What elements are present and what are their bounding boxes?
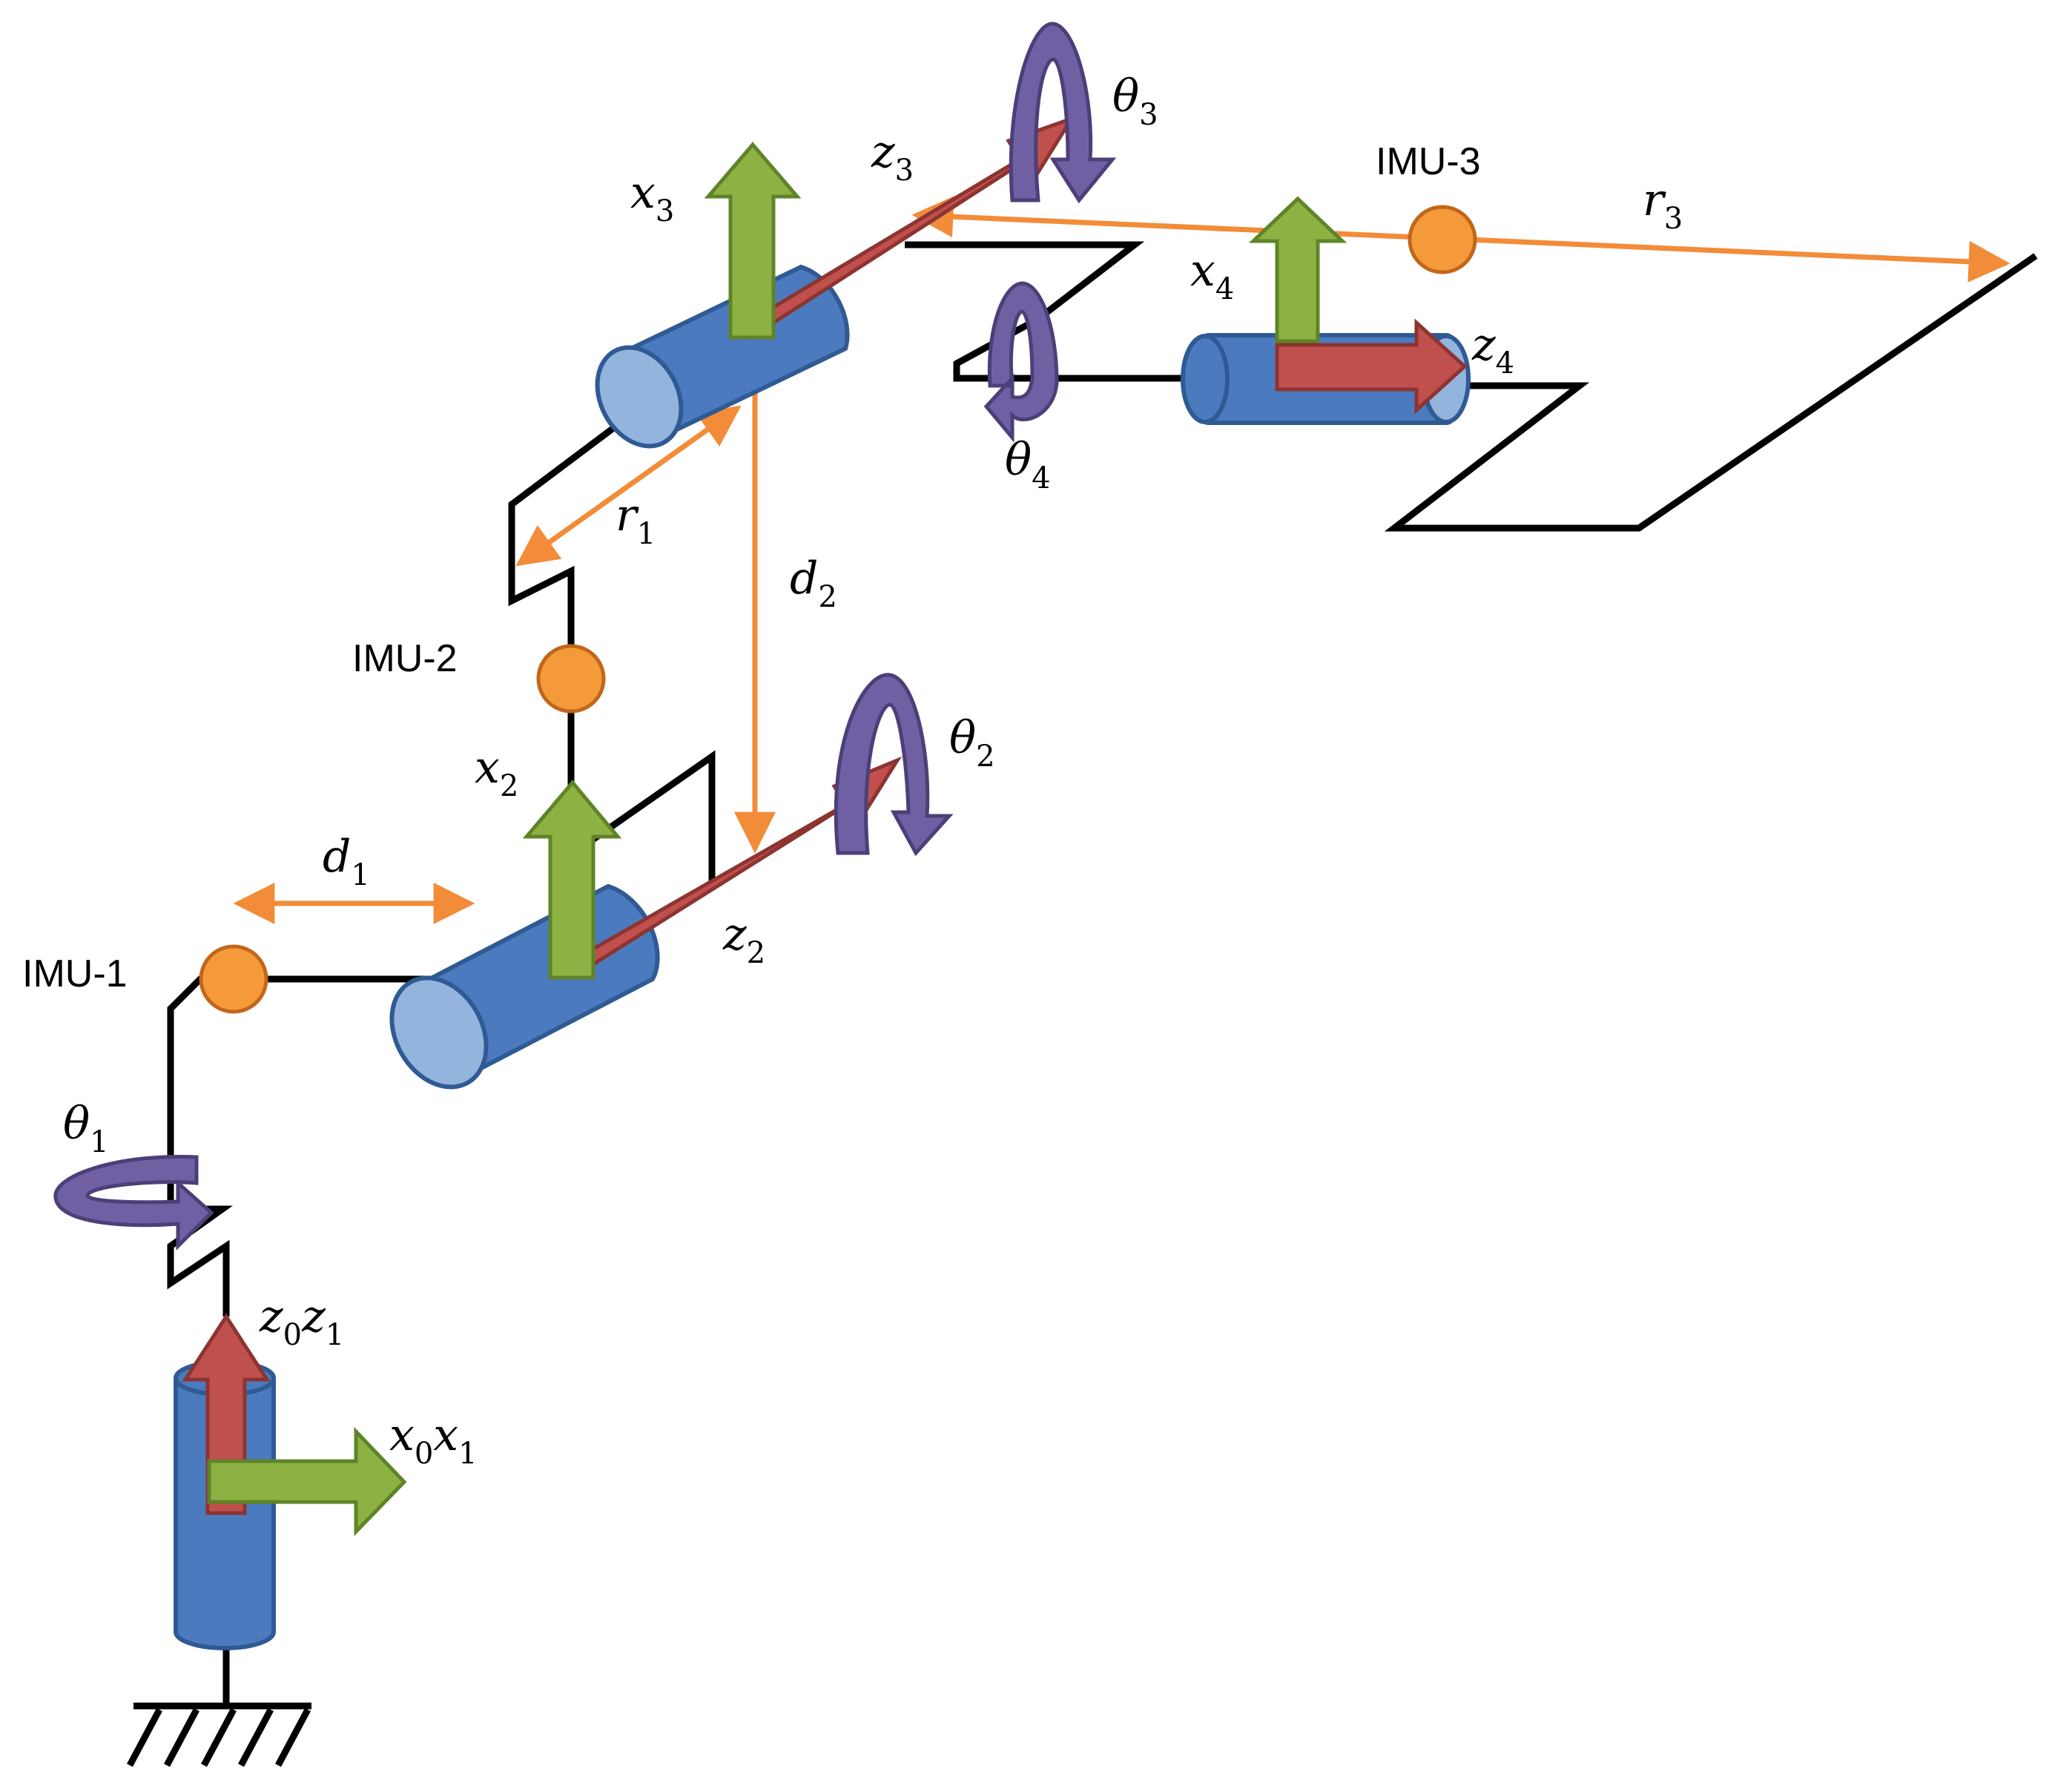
theta1-label: θ1: [63, 1098, 109, 1159]
imu-2-marker: [536, 644, 606, 714]
z4-label: z4: [1471, 319, 1514, 381]
x3-label: x3: [630, 167, 674, 228]
x4-label: x4: [1190, 245, 1234, 306]
z4-axis-arrow: [1275, 318, 1468, 415]
z2-label: z2: [722, 909, 765, 970]
theta2-rotation-arrow: [834, 673, 954, 857]
theta4-label: θ4: [1005, 434, 1051, 495]
theta3-label: θ3: [1112, 70, 1158, 132]
x2-label: x2: [475, 742, 518, 803]
x4-axis-arrow: [1248, 196, 1347, 343]
link-chain: [167, 241, 2038, 1317]
theta4-rotation-arrow: [983, 281, 1059, 443]
x0x1-label: x0x1: [389, 1409, 478, 1471]
imu-3-marker: [1408, 205, 1477, 274]
theta3-rotation-arrow: [1009, 22, 1117, 204]
dimension-r1: [515, 405, 742, 567]
ground-symbol: [127, 1645, 311, 1768]
x0x1-axis-arrow: [207, 1426, 407, 1537]
theta1-rotation-arrow: [53, 1154, 214, 1251]
imu-1-marker: [199, 944, 268, 1014]
z0z1-label: z0z1: [259, 1291, 344, 1352]
r3-label: r3: [1643, 174, 1683, 236]
z3-label: z3: [871, 126, 914, 188]
imu-1-label: IMU-1: [22, 952, 128, 995]
r1-label: r1: [616, 490, 656, 551]
theta2-label: θ2: [949, 712, 995, 774]
joint-2-cylinder: [389, 883, 660, 1090]
imu-3-label: IMU-3: [1376, 140, 1481, 183]
x2-axis-arrow: [522, 780, 622, 980]
imu-2-label: IMU-2: [352, 637, 458, 680]
d2-label: d2: [790, 553, 837, 614]
d1-label: d1: [323, 831, 370, 892]
x3-axis-arrow: [704, 142, 802, 340]
